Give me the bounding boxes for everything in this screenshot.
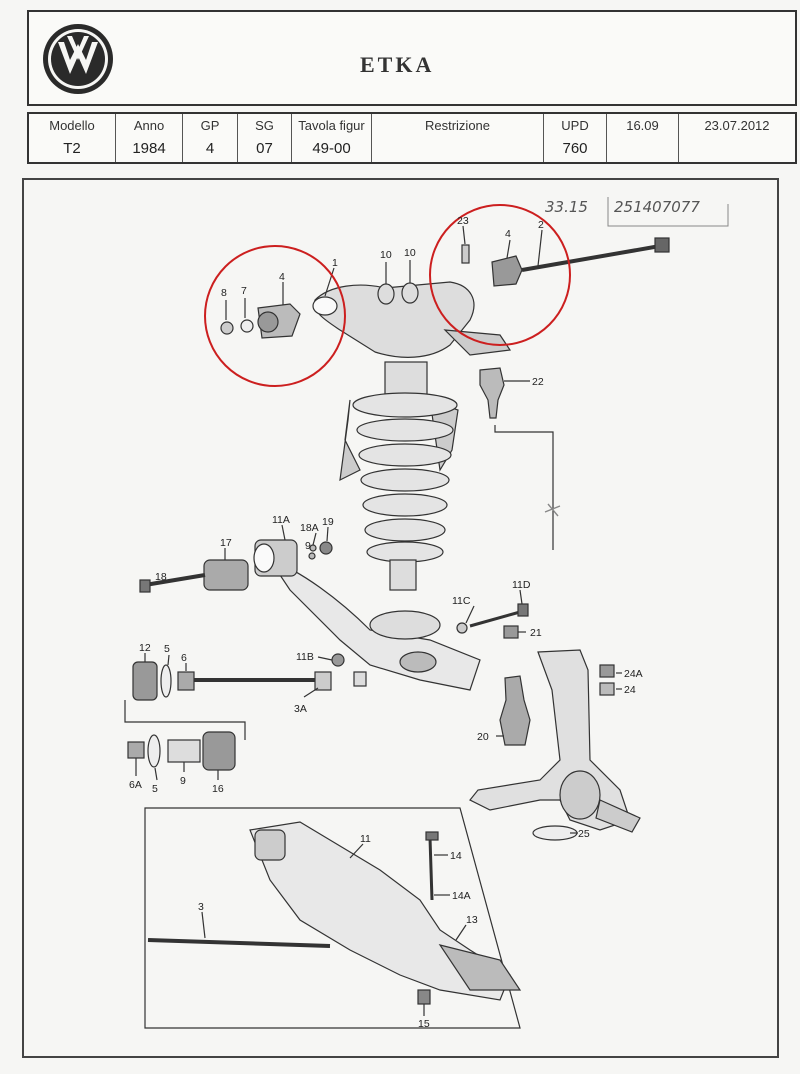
bolt-14	[428, 837, 434, 901]
kit-bracket	[124, 700, 246, 740]
callout-3: 3	[198, 901, 204, 913]
callout-14a: 14A	[452, 890, 471, 902]
callout-24: 24	[624, 684, 636, 696]
callout-23: 23	[457, 215, 469, 227]
spacer-9	[167, 739, 201, 763]
callout-17: 17	[220, 537, 232, 549]
callout-3a: 3A	[294, 703, 307, 715]
nut-24a	[599, 664, 615, 678]
callout-11: 11	[360, 833, 371, 845]
nut-6a	[127, 741, 145, 759]
callout-6a: 6A	[129, 779, 142, 791]
bolt-2	[521, 244, 661, 272]
callout-11c: 11C	[452, 595, 471, 607]
ball-joint-20	[499, 675, 531, 746]
vw-logo-icon	[43, 24, 113, 94]
bolt-11d	[469, 610, 521, 628]
bushing-16	[202, 731, 236, 771]
nut-11b	[331, 653, 345, 667]
callout-1: 1	[332, 257, 338, 269]
callout-5: 5	[164, 643, 170, 655]
info-cell-tavola: Tavola figur 49-00	[292, 114, 372, 162]
washer-5	[160, 664, 172, 698]
callout-16: 16	[212, 783, 224, 795]
washer-7	[240, 319, 254, 333]
callout-24a: 24A	[624, 668, 643, 680]
upper-arm-bushing-eye	[312, 296, 338, 316]
highlight-circle-left	[204, 245, 346, 387]
callout-13: 13	[466, 914, 478, 926]
callout-18: 18	[155, 571, 167, 583]
plate-13	[438, 944, 522, 991]
callout-21: 21	[530, 627, 542, 639]
handwritten-note-b: 251407077	[614, 198, 700, 216]
callout-9: 9	[305, 540, 311, 552]
callout-22: 22	[532, 376, 544, 388]
washer-9	[309, 544, 317, 552]
nut-19	[319, 541, 333, 555]
diagram-frame	[22, 178, 779, 1058]
upper-arm-flange	[443, 329, 512, 356]
info-cell-date: 23.07.2012	[704, 118, 770, 133]
callout-6: 6	[181, 652, 187, 664]
washer-10b	[401, 282, 419, 304]
bolt-23	[461, 244, 470, 264]
callout-20: 20	[477, 731, 489, 743]
info-cell-upd: UPD 760	[544, 114, 607, 162]
callout-7: 7	[241, 285, 247, 297]
info-table: Modello T2 Anno 1984 GP 4 SG 07 Tavola f…	[27, 112, 797, 164]
nut-24	[599, 682, 615, 696]
spring-shield	[339, 399, 361, 482]
callout-10: 10	[404, 247, 416, 259]
info-cell-modello: Modello T2	[29, 114, 116, 162]
callout-15: 15	[418, 1018, 430, 1030]
bolt-3	[147, 938, 331, 948]
info-cell-anno: Anno 1984	[116, 114, 183, 162]
spring-lower-seat	[389, 559, 417, 591]
bolt-15	[417, 989, 431, 1005]
callout-4: 4	[505, 228, 511, 240]
callout-10: 10	[380, 249, 392, 261]
callout-11d: 11D	[512, 579, 531, 591]
info-cell-sg: SG 07	[238, 114, 292, 162]
callout-9: 9	[180, 775, 186, 787]
info-cell-gp: GP 4	[183, 114, 238, 162]
callout-8: 8	[221, 287, 227, 299]
bolt-18	[144, 573, 206, 587]
callout-19: 19	[322, 516, 334, 528]
pin-18a	[308, 552, 316, 560]
callout-18a: 18A	[300, 522, 319, 534]
ball-joint-22	[479, 367, 505, 419]
handwritten-bracket	[607, 197, 729, 227]
washer-11c	[456, 622, 468, 634]
handwritten-note-a: 33.15	[545, 198, 588, 216]
washer-5-lower	[147, 734, 161, 768]
callout-11b: 11B	[296, 651, 314, 663]
nut-8	[220, 321, 234, 335]
callout-2: 2	[538, 219, 544, 231]
callout-4: 4	[279, 271, 285, 283]
info-cell-restrizione: Restrizione	[372, 114, 544, 162]
page-title: ETKA	[360, 52, 435, 77]
bushing-4-right	[491, 255, 523, 287]
nut-6	[177, 671, 195, 691]
callout-12: 12	[139, 642, 151, 654]
info-cell-time: 16.09	[607, 114, 679, 162]
coil-spring	[352, 392, 458, 563]
cross-mark	[544, 503, 561, 517]
washer-10a	[377, 283, 395, 305]
callout-5: 5	[152, 783, 158, 795]
nut-21	[503, 625, 519, 639]
bushing-17	[203, 559, 249, 591]
callout-11a: 11A	[272, 514, 290, 526]
highlight-circle-right	[429, 204, 571, 346]
bushing-12	[132, 661, 158, 701]
callout-25: 25	[578, 828, 590, 840]
callout-14: 14	[450, 850, 462, 862]
header-box	[27, 10, 797, 106]
inset-box	[144, 807, 521, 1029]
